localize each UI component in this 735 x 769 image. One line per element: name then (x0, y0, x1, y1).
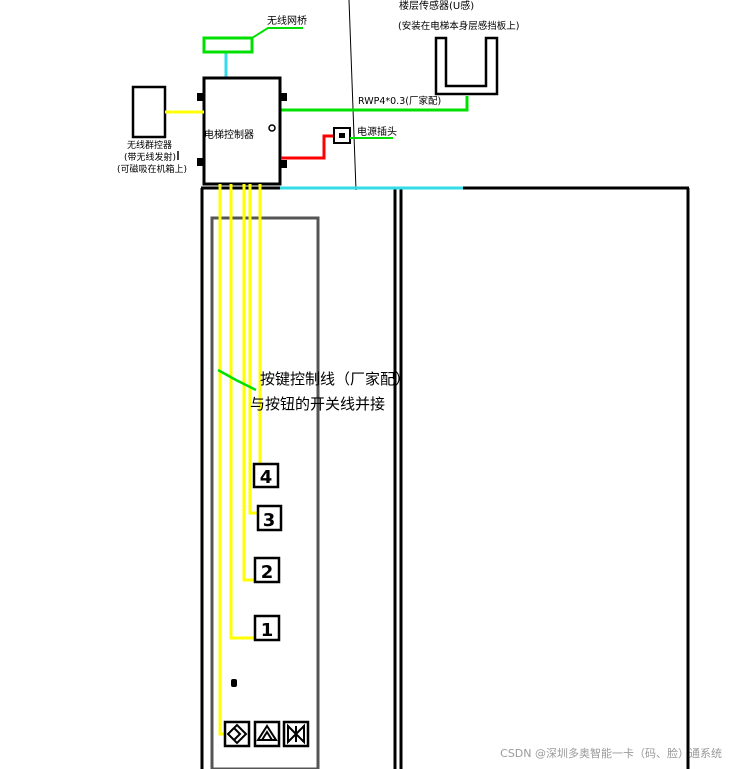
controller-port-right-bottom (280, 160, 287, 168)
wire-to-button-4 (254, 184, 262, 480)
group-controller-body (131, 85, 167, 139)
door-open-icon (226, 723, 248, 745)
floor-sensor-note: (安装在电梯本身层感挡板上) (398, 20, 519, 32)
controller-port-left-bottom (197, 158, 204, 166)
rwp-cable-label: RWP4*0.3(厂家配) (358, 95, 441, 107)
controller-indicator (268, 124, 276, 132)
controller-port-left-top (197, 93, 204, 101)
wireless-bridge: 无线网桥 (202, 14, 307, 54)
button-wire-label-2: 与按钮的开关线并接 (250, 395, 385, 413)
floor-button-2-frame (253, 556, 281, 584)
controller-label: 电梯控制器 (204, 128, 254, 141)
bell-icon (256, 724, 278, 741)
floor-sensor-label: 楼层传感器(U感) (399, 0, 474, 12)
wireless-bridge-label: 无线网桥 (267, 14, 307, 27)
door-close-icon (287, 723, 305, 745)
power-plug-label: 电源插头 (357, 125, 397, 138)
controller-port-right-top (280, 93, 287, 101)
door-open-button (223, 720, 251, 748)
watermark: CSDN @深圳多奥智能一卡（码、脸）通系统 (500, 746, 722, 760)
rwp-cable (281, 96, 469, 112)
panel-indicator-dot (231, 679, 237, 687)
button-panel (210, 216, 320, 769)
floor-button-3-frame (256, 504, 283, 532)
power-plug: 电源插头 (281, 125, 397, 160)
floor-button-4: 4 (252, 462, 280, 489)
floor-button-1: 1 (253, 614, 281, 642)
button-wire-label-1: 按键控制线（厂家配） (260, 370, 410, 388)
wire-to-open-button (218, 184, 236, 736)
floor-sensor: 楼层传感器(U感) (安装在电梯本身层感挡板上) (398, 0, 519, 96)
floor-button-2-label: 2 (261, 562, 274, 583)
wireless-bridge-leader (251, 27, 303, 39)
controller-body (202, 76, 282, 186)
group-controller-label-3: (可磁吸在机箱上) (117, 163, 187, 175)
wireless-group-controller: 无线群控器 (带无线发射) (可磁吸在机箱上) (117, 85, 204, 175)
power-plug-prong (339, 133, 345, 138)
button-wire-leader (217, 368, 257, 392)
power-cable (281, 134, 334, 160)
group-controller-label-2: (带无线发射) (124, 151, 176, 163)
elevator-car (200, 186, 690, 769)
floor-button-1-frame (253, 614, 281, 642)
wireless-bridge-body (202, 36, 254, 54)
floor-button-3: 3 (256, 504, 283, 532)
shaft-guide-line (348, 0, 357, 191)
floor-button-1-label: 1 (261, 620, 274, 641)
group-controller-label-1: 无线群控器 (127, 139, 172, 151)
bell-button (253, 720, 281, 748)
wire-to-button-3 (248, 184, 258, 515)
button-control-wires (218, 184, 268, 736)
door-close-button (282, 720, 310, 748)
floor-button-3-label: 3 (263, 510, 276, 531)
floor-button-4-frame (252, 462, 280, 489)
floor-button-2: 2 (253, 556, 281, 584)
floor-button-4-label: 4 (260, 467, 273, 488)
elevator-controller: 电梯控制器 (197, 76, 287, 186)
floor-sensor-u-shape (434, 36, 499, 96)
